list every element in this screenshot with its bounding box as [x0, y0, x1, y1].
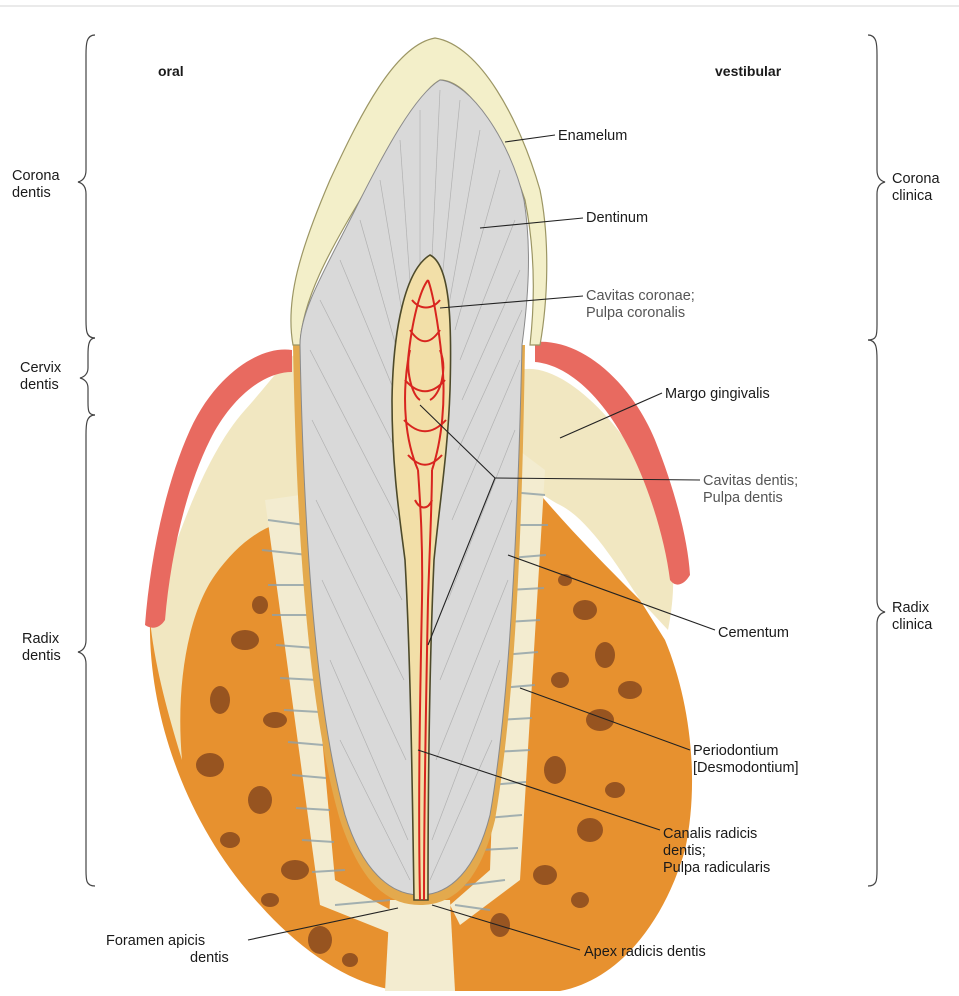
brace-right-radix [868, 340, 885, 886]
brace-right-corona [868, 35, 885, 340]
label-enamelum: Enamelum [558, 128, 627, 144]
label-apex-radicis: Apex radicis dentis [584, 944, 706, 960]
apex-soft-tissue [385, 900, 455, 991]
label-radix-dentis-line2: dentis [22, 648, 61, 664]
label-cervix-dentis-line2: dentis [20, 377, 59, 393]
brace-left-corona [78, 35, 95, 338]
label-vestibular: vestibular [715, 63, 782, 79]
label-foramen-apicis-line2: dentis [190, 950, 229, 966]
label-oral: oral [158, 63, 184, 79]
label-radix-clinica-line2: clinica [892, 617, 933, 633]
label-corona-dentis-line2: dentis [12, 185, 51, 201]
label-radix-clinica-line1: Radix [892, 600, 930, 616]
label-cementum: Cementum [718, 625, 789, 641]
label-corona-clinica-line2: clinica [892, 188, 933, 204]
label-dentinum: Dentinum [586, 210, 648, 226]
label-radix-dentis-line1: Radix [22, 631, 60, 647]
label-canalis-radicis-line3: Pulpa radicularis [663, 860, 770, 876]
label-canalis-radicis-line1: Canalis radicis [663, 826, 757, 842]
label-corona-dentis-line1: Corona [12, 168, 60, 184]
label-cavitas-dentis-line1: Cavitas dentis; [703, 473, 798, 489]
label-periodontium-line2: [Desmodontium] [693, 760, 799, 776]
label-corona-clinica-line1: Corona [892, 171, 940, 187]
label-foramen-apicis-line1: Foramen apicis [106, 933, 205, 949]
label-periodontium-line1: Periodontium [693, 743, 778, 759]
label-cavitas-dentis-line2: Pulpa dentis [703, 490, 783, 506]
label-margo-gingivalis: Margo gingivalis [665, 386, 770, 402]
label-cervix-dentis-line1: Cervix [20, 360, 62, 376]
label-cavitas-coronae-line2: Pulpa coronalis [586, 305, 685, 321]
label-canalis-radicis-line2: dentis; [663, 843, 706, 859]
brace-left-cervix [80, 338, 95, 415]
label-cavitas-coronae-line1: Cavitas coronae; [586, 288, 695, 304]
brace-left-radix [78, 415, 95, 886]
